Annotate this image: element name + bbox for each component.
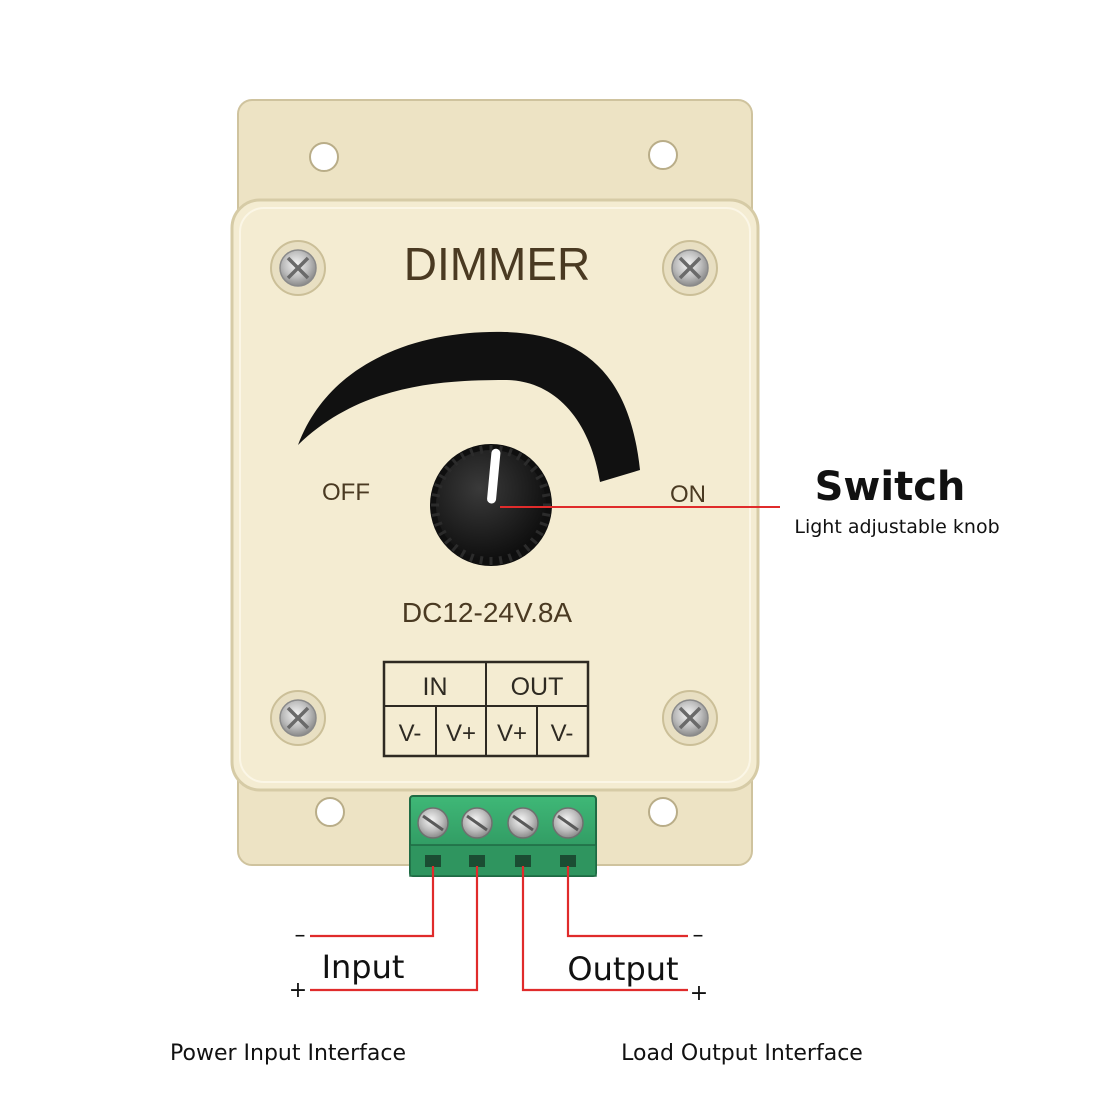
group-in: IN — [423, 673, 448, 701]
terminal-screw-3[interactable] — [507, 807, 539, 867]
input-minus-sign: – — [295, 923, 306, 948]
output-minus-sign: – — [693, 923, 704, 948]
input-label: Input — [322, 948, 405, 986]
group-out: OUT — [511, 673, 564, 701]
pin-3-label: V+ — [497, 720, 527, 747]
switch-description: Light adjustable knob — [794, 516, 999, 538]
screw-bottom-right-icon — [662, 690, 718, 746]
label-on: ON — [670, 481, 706, 508]
label-off: OFF — [322, 479, 370, 506]
knob-indicator — [487, 448, 501, 504]
dimmer-knob[interactable] — [430, 444, 552, 566]
wiring — [310, 506, 780, 992]
dimmer-scale-arc — [298, 331, 640, 482]
mount-hole-bottom-left — [315, 797, 345, 827]
mount-hole-top-right — [648, 140, 678, 170]
mount-hole-top-left — [309, 142, 339, 172]
wire-output-plus — [521, 866, 688, 992]
switch-title: Switch — [815, 464, 966, 510]
load-output-interface-label: Load Output Interface — [621, 1041, 863, 1066]
mount-hole-bottom-right — [648, 797, 678, 827]
terminal-label-table: IN OUT V- V+ V+ V- — [382, 660, 590, 758]
output-label: Output — [567, 950, 678, 988]
dimmer-title: DIMMER — [404, 238, 591, 290]
screw-top-right-icon — [662, 240, 718, 296]
terminal-screw-1[interactable] — [417, 807, 449, 867]
screw-top-left-icon — [270, 240, 326, 296]
pin-4-label: V- — [551, 720, 574, 747]
input-plus-sign: + — [289, 978, 307, 1003]
terminal-screw-2[interactable] — [461, 807, 493, 867]
terminal-screw-4[interactable] — [552, 807, 584, 867]
terminal-block — [409, 795, 597, 877]
screw-bottom-left-icon — [270, 690, 326, 746]
output-plus-sign: + — [690, 981, 708, 1006]
wire-input-minus — [310, 866, 435, 938]
pin-2-label: V+ — [446, 720, 476, 747]
power-input-interface-label: Power Input Interface — [170, 1041, 406, 1066]
wire-input-plus — [310, 866, 479, 992]
voltage-rating: DC12-24V.8A — [402, 597, 573, 628]
wire-output-minus — [566, 866, 688, 938]
pin-1-label: V- — [399, 720, 422, 747]
